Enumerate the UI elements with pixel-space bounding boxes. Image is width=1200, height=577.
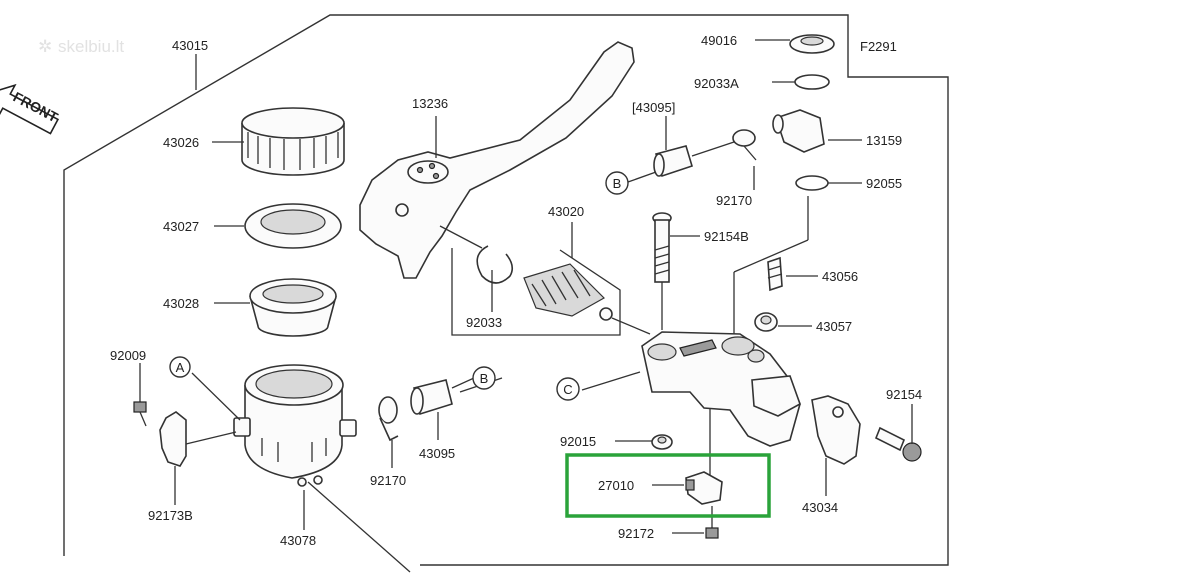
highlight-box (565, 453, 771, 518)
bleeder-valve-43056 (767, 256, 783, 292)
nut-92015 (651, 434, 673, 450)
part-label-43015: 43015 (172, 38, 208, 53)
part-label-92154: 92154 (886, 387, 922, 402)
ref-circle-b-left: B (472, 366, 496, 390)
front-arrow-icon (0, 83, 60, 135)
circlip-92033 (476, 245, 514, 284)
clamp-bolt-92154 (874, 426, 922, 462)
brake-lever (359, 41, 635, 279)
ref-letter-b-right: B (613, 176, 622, 191)
part-label-49016: 49016 (701, 33, 737, 48)
hose-clamp-right (732, 129, 757, 161)
part-label-92055: 92055 (866, 176, 902, 191)
screw-92009 (133, 363, 147, 427)
ref-circle-c: C (556, 377, 580, 401)
part-label-43095-right: [43095] (632, 100, 675, 115)
part-label-43026: 43026 (163, 135, 199, 150)
ref-circle-b-right: B (605, 171, 629, 195)
kit-group-bracket (451, 248, 621, 336)
diagram-code: F2291 (860, 39, 897, 54)
part-label-92172: 92172 (618, 526, 654, 541)
bracket-92173b (159, 411, 187, 467)
part-label-43078: 43078 (280, 533, 316, 548)
ref-circle-a: A (169, 356, 191, 378)
reservoir-plate (244, 203, 342, 249)
part-label-13236: 13236 (412, 96, 448, 111)
part-label-92015: 92015 (560, 434, 596, 449)
part-label-43095-left: 43095 (419, 446, 455, 461)
brake-light-switch-27010 (685, 471, 723, 505)
part-label-27010: 27010 (598, 478, 634, 493)
pivot-bolt-92154b (652, 212, 672, 330)
ref-letter-b-left: B (480, 371, 489, 386)
reservoir-hose-left (410, 379, 453, 416)
master-cylinder-body (641, 331, 801, 447)
part-label-13159: 13159 (866, 133, 902, 148)
part-label-43056: 43056 (822, 269, 858, 284)
part-label-43057: 43057 (816, 319, 852, 334)
ring-92033a (794, 74, 830, 90)
part-labels: 43015 43026 43027 43028 92009 92173B 430… (110, 33, 922, 548)
reservoir-body (233, 364, 357, 487)
part-label-43020: 43020 (548, 204, 584, 219)
reservoir-cap (241, 107, 345, 176)
part-label-92170-right: 92170 (716, 193, 752, 208)
part-label-92173b: 92173B (148, 508, 193, 523)
part-label-92033: 92033 (466, 315, 502, 330)
hose-clamp-left (378, 396, 399, 442)
part-label-43027: 43027 (163, 219, 199, 234)
watermark: ✲ skelbiu.lt (38, 37, 124, 56)
screw-92172 (705, 506, 719, 539)
reservoir-diaphragm (249, 278, 337, 337)
part-label-92170-left: 92170 (370, 473, 406, 488)
ref-letter-a: A (176, 360, 185, 375)
handlebar-clamp-43034 (811, 395, 861, 465)
bleeder-cap-49016 (789, 34, 835, 54)
hose-fitting-13159 (772, 109, 825, 153)
part-label-43028: 43028 (163, 296, 199, 311)
watermark-icon: ✲ (38, 37, 52, 56)
part-label-92154b: 92154B (704, 229, 749, 244)
reservoir-hose-right (653, 145, 693, 178)
ref-letter-c: C (563, 382, 572, 397)
lever-adjuster-dial (395, 160, 449, 217)
watermark-text: skelbiu.lt (58, 37, 124, 56)
diagram-frame (63, 14, 949, 566)
banjo-fitting-43057 (754, 312, 778, 332)
piston-kit-43020 (523, 263, 651, 335)
part-label-92033a: 92033A (694, 76, 739, 91)
oring-92055 (795, 175, 829, 191)
part-label-92009: 92009 (110, 348, 146, 363)
part-label-43034: 43034 (802, 500, 838, 515)
